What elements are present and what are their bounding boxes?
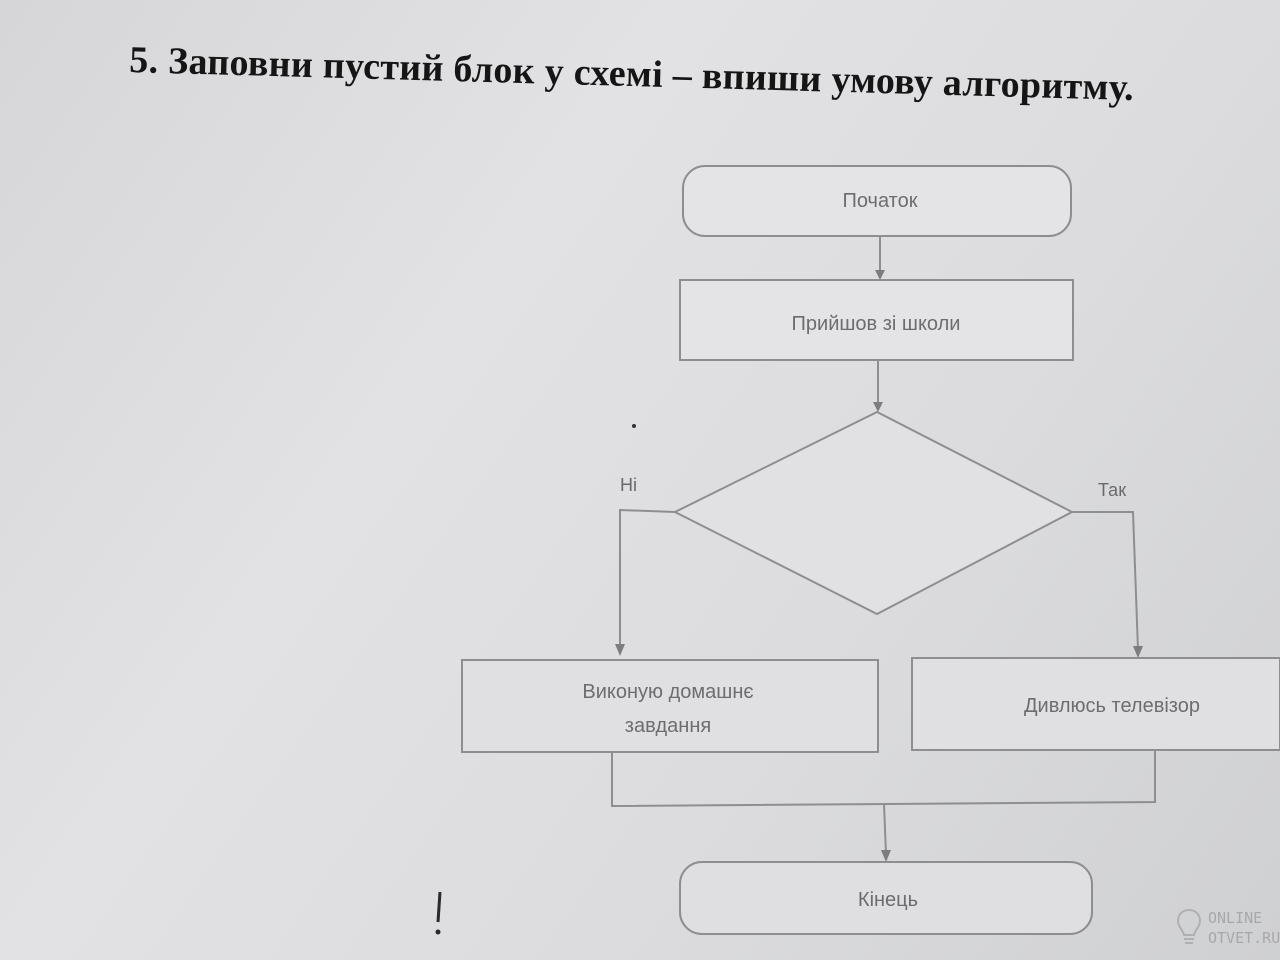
branch-yes-label: Так (1098, 480, 1126, 500)
branch-no-label: Ні (620, 475, 637, 495)
action-yes-label: Дивлюсь телевізор (1024, 695, 1200, 717)
process-do-homework (461, 659, 879, 753)
watermark-line1: ONLINE (1208, 909, 1263, 927)
process-watch-tv (911, 657, 1280, 751)
watermark-line2: OTVET.RU (1208, 929, 1280, 947)
stray-dot (632, 424, 636, 428)
step1-label: Прийшов зі школи (792, 313, 961, 335)
arrowhead-step1 (875, 270, 885, 280)
connector-merge (611, 750, 1156, 808)
arrowhead-no (615, 644, 625, 656)
action-no-label-line2: завдання (625, 715, 711, 737)
arrowhead-decision (873, 402, 883, 412)
watermark: ONLINE OTVET.RU (1168, 902, 1280, 956)
end-label: Кінець (858, 889, 918, 911)
process-came-from-school (679, 279, 1074, 361)
connector-no-branch (619, 508, 676, 648)
decision-diamond-empty (672, 410, 1075, 616)
arrowhead-yes (1133, 646, 1143, 658)
action-no-label-line1: Виконую домашнє (582, 681, 753, 703)
lightbulb-icon (1176, 908, 1202, 944)
stray-mark (436, 891, 442, 923)
connector-yes-branch (1072, 511, 1139, 651)
stray-mark-dot (435, 929, 441, 935)
connector-merge-end (883, 803, 887, 855)
arrowhead-end (881, 850, 891, 862)
start-label: Початок (843, 190, 918, 212)
start-terminator (682, 165, 1072, 237)
